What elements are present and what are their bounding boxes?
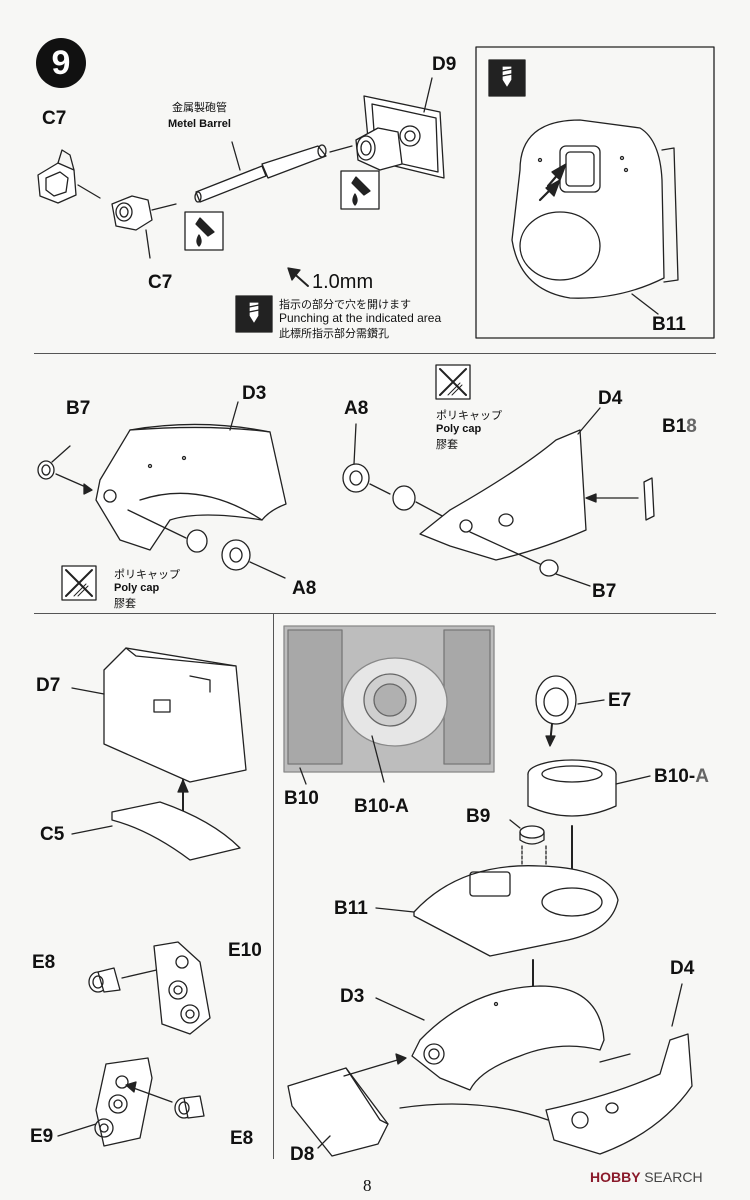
punch-caption-cn: 此標所指示部分需鑽孔 — [279, 327, 389, 340]
polycap-icon-right — [435, 364, 471, 400]
label-d4-top: D4 — [598, 388, 623, 409]
metal-barrel — [194, 141, 327, 203]
part-a8-right — [342, 463, 416, 511]
part-d3-bottom — [375, 985, 605, 1091]
label-e8-bottom: E8 — [230, 1128, 254, 1149]
polycap-left-cn: 膠套 — [114, 597, 136, 610]
part-b11-bottom — [375, 865, 619, 957]
page-number: 8 — [363, 1176, 372, 1195]
part-b9 — [509, 819, 545, 845]
part-b10a — [527, 759, 651, 817]
label-d3-top: D3 — [242, 383, 267, 404]
punch-caption-en: Punching at the indicated area — [279, 311, 442, 325]
part-b7-right — [539, 559, 559, 577]
polycap-left-en: Poly cap — [114, 582, 160, 594]
part-b11-top — [511, 119, 679, 315]
barrel-label-jp: 金属製砲管 — [172, 101, 227, 114]
label-d3-bottom: D3 — [340, 986, 365, 1007]
part-d4-top — [419, 407, 601, 561]
label-e9: E9 — [30, 1126, 54, 1147]
glue-icon-2 — [340, 170, 380, 210]
punch-size: 1.0mm — [312, 271, 374, 293]
part-e9 — [94, 1057, 153, 1147]
part-d8 — [287, 1067, 389, 1157]
label-b10a-photo: B10-A — [354, 796, 409, 817]
part-d9 — [355, 77, 445, 179]
label-d7: D7 — [36, 675, 61, 696]
part-e7 — [535, 675, 605, 725]
step-number-badge: 9 — [36, 38, 86, 88]
label-e10: E10 — [228, 940, 262, 961]
part-b18 — [643, 477, 655, 521]
part-e8-top — [88, 967, 121, 993]
section-divider-2 — [34, 613, 716, 614]
label-b11-inset: B11 — [652, 314, 686, 335]
watermark-logo: HOBBY SEARCH — [590, 1169, 703, 1185]
label-b10a: B10-A — [654, 766, 709, 787]
part-c7-bottom — [111, 195, 153, 231]
label-e7: E7 — [608, 690, 632, 711]
label-d9: D9 — [432, 54, 457, 75]
punch-caption-jp: 指示の部分で穴を開けます — [279, 298, 411, 311]
label-d4-bottom: D4 — [670, 958, 695, 979]
label-b7-left: B7 — [66, 398, 91, 419]
drill-icon-caption — [235, 295, 273, 333]
label-b10: B10 — [284, 788, 319, 809]
label-b18: B18 — [662, 416, 697, 437]
label-a8-right: A8 — [344, 398, 369, 419]
section-divider-1 — [34, 353, 716, 354]
b10-photo — [283, 625, 495, 773]
part-e10 — [153, 941, 211, 1035]
label-d8: D8 — [290, 1144, 315, 1165]
part-e8-bottom — [174, 1095, 205, 1119]
barrel-label-en: Metel Barrel — [168, 118, 231, 130]
part-a8-left — [186, 529, 251, 571]
glue-icon-1 — [184, 211, 224, 251]
part-d3-left — [95, 401, 287, 551]
label-e8-top: E8 — [32, 952, 56, 973]
drill-icon-inset — [488, 59, 526, 97]
part-c7-top — [37, 149, 77, 204]
label-a8-left: A8 — [292, 578, 317, 599]
polycap-left-jp: ポリキャップ — [114, 568, 180, 581]
part-b7-left — [37, 460, 55, 480]
part-d7 — [71, 647, 247, 783]
polycap-right-cn: 膠套 — [436, 438, 458, 451]
part-c5 — [71, 801, 241, 861]
polycap-right-en: Poly cap — [436, 423, 482, 435]
label-b9: B9 — [466, 806, 491, 827]
b11-inset-frame — [475, 46, 715, 339]
polycap-right-jp: ポリキャップ — [436, 409, 502, 422]
label-b11-main: B11 — [334, 898, 368, 919]
part-d4-bottom — [545, 983, 693, 1155]
section-divider-3 — [273, 614, 274, 1159]
label-c5: C5 — [40, 824, 65, 845]
label-c7-bottom: C7 — [148, 272, 173, 293]
label-c7-top: C7 — [42, 108, 67, 129]
label-b7-right: B7 — [592, 581, 617, 602]
polycap-icon-left — [61, 565, 97, 601]
